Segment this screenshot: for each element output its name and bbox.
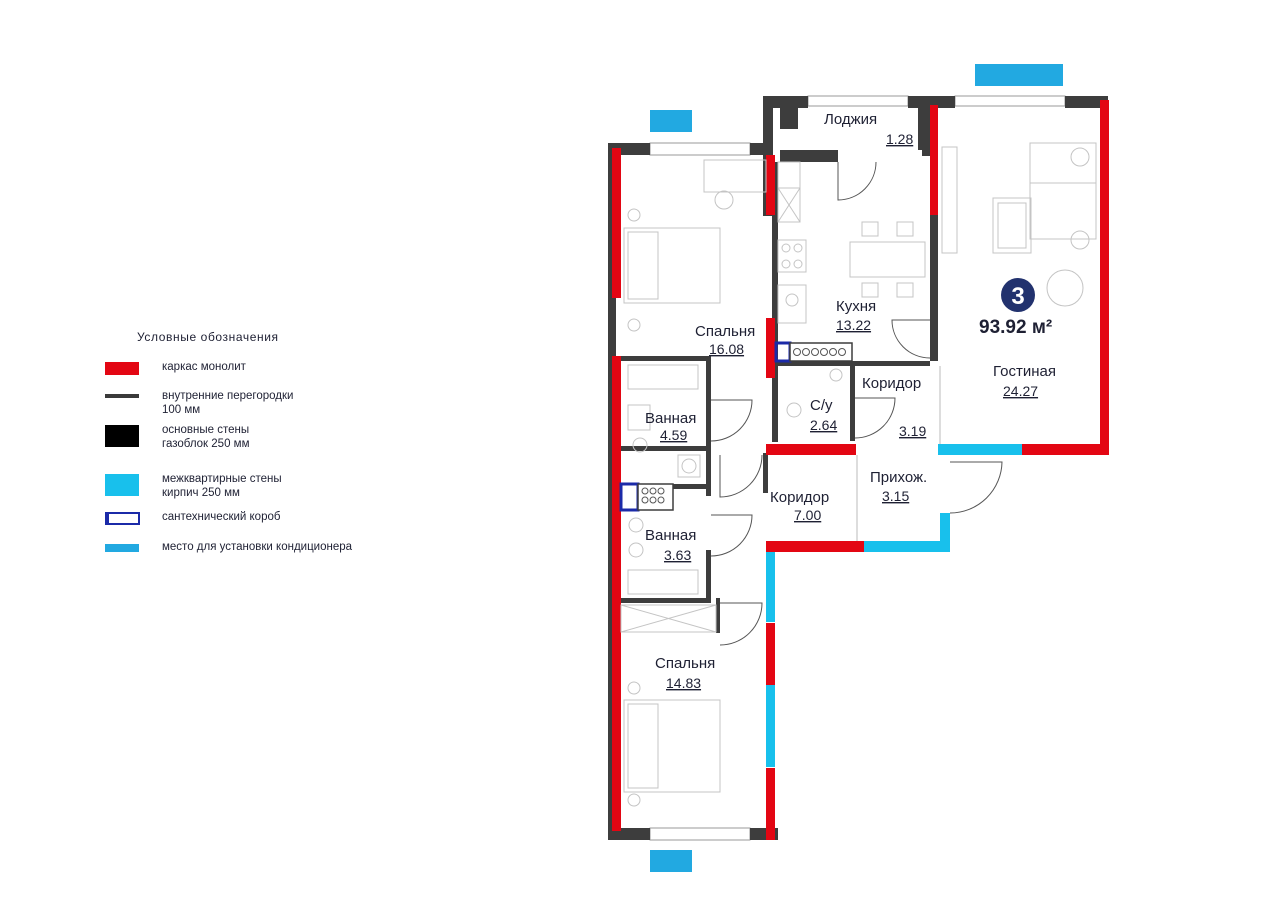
legend-label-ac: место для установки кондиционера bbox=[162, 541, 353, 553]
legend-item-gasblock: основные стены газоблок 250 мм bbox=[105, 423, 425, 453]
room-name-bedroom1: Спальня bbox=[695, 323, 755, 340]
doors bbox=[710, 161, 1003, 646]
room-name-wc: С/у bbox=[810, 397, 833, 414]
room-name-bath2: Ванная bbox=[645, 527, 696, 544]
legend-swatch-plumbing bbox=[105, 512, 140, 525]
rooms-count: 3 bbox=[1011, 283, 1024, 310]
legend-item-ac: место для установки кондиционера bbox=[105, 540, 425, 560]
room-name-corridor1: Коридор bbox=[862, 375, 921, 392]
room-area-living: 24.27 bbox=[1003, 383, 1038, 399]
room-area-kitchen: 13.22 bbox=[836, 317, 871, 333]
legend-label-monolith: каркас монолит bbox=[162, 361, 246, 373]
plumbing-boxes bbox=[619, 341, 853, 512]
room-name-loggia: Лоджия bbox=[824, 111, 877, 128]
brick-walls bbox=[766, 444, 1022, 767]
room-area-loggia: 1.28 bbox=[886, 131, 913, 147]
window-bedroom2 bbox=[649, 827, 751, 841]
legend-label-plumbing: сантехнический короб bbox=[162, 511, 281, 523]
legend-label-brick: межквартирные стены кирпич 250 мм bbox=[162, 473, 282, 499]
legend-label-partition: внутренние перегородки 100 мм bbox=[162, 390, 294, 416]
legend-item-partition: внутренние перегородки 100 мм bbox=[105, 389, 425, 419]
monolith-walls bbox=[612, 100, 1109, 840]
window-bedroom1 bbox=[649, 142, 751, 156]
room-name-corridor2: Коридор bbox=[770, 489, 829, 506]
dark-walls bbox=[608, 96, 1108, 840]
room-name-bedroom2: Спальня bbox=[655, 655, 715, 672]
furniture bbox=[620, 142, 1097, 807]
legend-item-brick: межквартирные стены кирпич 250 мм bbox=[105, 472, 425, 502]
room-area-corridor1: 3.19 bbox=[899, 423, 926, 439]
room-name-living: Гостиная bbox=[993, 363, 1056, 380]
ac-unit-top-right bbox=[975, 64, 1063, 86]
window-living bbox=[954, 95, 1066, 107]
apartment-badge: 3 93.92 м² bbox=[979, 278, 1052, 338]
room-name-kitchen: Кухня bbox=[836, 298, 876, 315]
room-area-bath1: 4.59 bbox=[660, 427, 687, 443]
rooms-count-circle bbox=[1001, 278, 1035, 312]
legend-swatch-ac bbox=[105, 544, 139, 552]
total-area: 93.92 м² bbox=[979, 317, 1052, 338]
ac-unit-top-left bbox=[650, 110, 692, 132]
room-area-corridor2: 7.00 bbox=[794, 507, 821, 523]
ac-units bbox=[650, 64, 1063, 872]
room-area-wc: 2.64 bbox=[810, 417, 837, 433]
legend-swatch-partition bbox=[105, 394, 139, 398]
room-name-bath1: Ванная bbox=[645, 410, 696, 427]
ac-unit-bottom bbox=[650, 850, 692, 872]
legend-swatch-gasblock bbox=[105, 425, 139, 447]
legend-item-plumbing: сантехнический короб bbox=[105, 510, 425, 530]
room-area-bedroom2: 14.83 bbox=[666, 675, 701, 691]
room-area-hall: 3.15 bbox=[882, 488, 909, 504]
room-area-bedroom1: 16.08 bbox=[709, 341, 744, 357]
legend-swatch-monolith bbox=[105, 362, 139, 375]
room-area-bath2: 3.63 bbox=[664, 547, 691, 563]
room-name-hall: Прихож. bbox=[870, 469, 927, 486]
window-loggia bbox=[807, 95, 909, 107]
legend-item-monolith: каркас монолит bbox=[105, 360, 425, 380]
legend-label-gasblock: основные стены газоблок 250 мм bbox=[162, 424, 250, 450]
room-labels: Лоджия 1.28 Кухня 13.22 Гостиная 24.27 С… bbox=[645, 111, 1056, 691]
legend-swatch-brick bbox=[105, 474, 139, 496]
legend-title: Условные обозначения bbox=[137, 330, 279, 344]
